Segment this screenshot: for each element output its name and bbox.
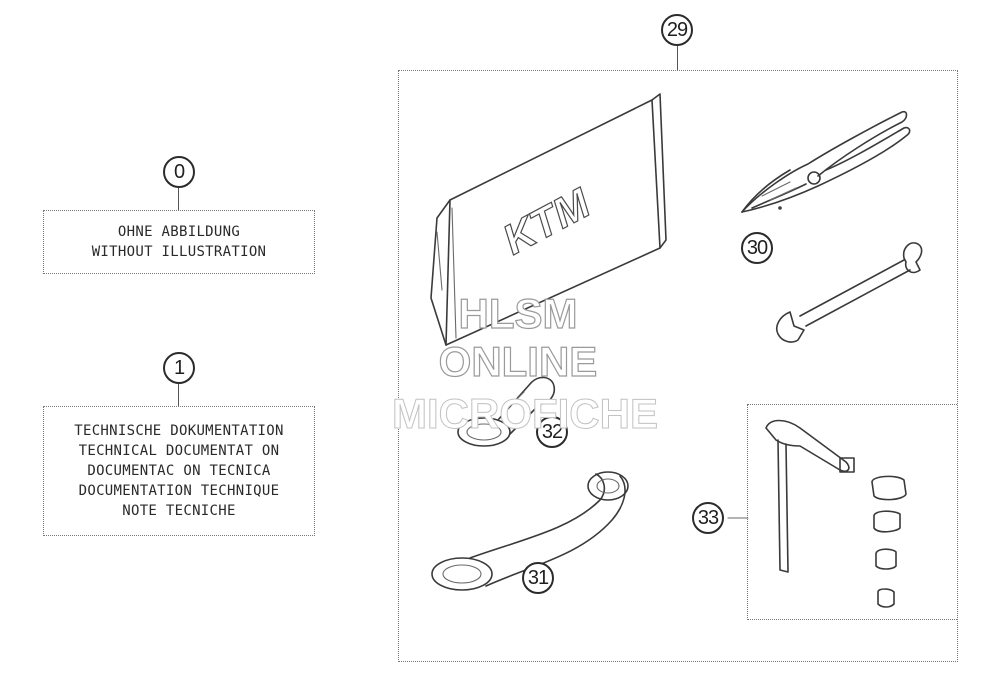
note-line: DOCUMENTAC ON TECNICA — [87, 463, 271, 479]
ring-spanner-32-illustration[interactable] — [457, 376, 556, 447]
note-box-0 — [43, 210, 315, 274]
leader-line-29 — [677, 46, 678, 70]
wrench-illustration[interactable] — [775, 242, 923, 343]
watermark-line-2: ONLINE — [438, 337, 598, 385]
callout-30[interactable]: 30 — [741, 232, 773, 264]
note-line: DOCUMENTATION TECHNIQUE — [78, 483, 280, 499]
callout-29[interactable]: 29 — [661, 14, 693, 46]
t-handle-wrench-illustration[interactable] — [765, 419, 855, 573]
callout-32[interactable]: 32 — [536, 416, 568, 448]
note-text-1: TECHNISCHE DOKUMENTATION TECHNICAL DOCUM… — [43, 421, 315, 521]
callout-33[interactable]: 33 — [692, 502, 724, 534]
kit-box-29 — [398, 70, 958, 662]
watermark-line-3: MICROFICHE — [392, 390, 659, 438]
note-line: TECHNISCHE DOKUMENTATION — [74, 423, 284, 439]
socket-set-illustration[interactable] — [871, 475, 907, 608]
leader-line-0 — [178, 188, 179, 210]
note-line: WITHOUT ILLUSTRATION — [91, 244, 267, 260]
spanner-31-illustration[interactable] — [431, 471, 629, 591]
callout-31[interactable]: 31 — [522, 562, 554, 594]
callout-1[interactable]: 1 — [163, 352, 195, 384]
note-box-1 — [43, 406, 315, 536]
note-text-0: OHNE ABBILDUNG WITHOUT ILLUSTRATION — [43, 222, 315, 262]
leader-line-1 — [178, 384, 179, 406]
note-line: TECHNICAL DOCUMENTAT ON — [78, 443, 280, 459]
pliers-illustration[interactable] — [741, 110, 911, 213]
watermark-line-1: HLSM — [458, 289, 578, 337]
callout-0[interactable]: 0 — [163, 156, 195, 188]
sub-box-33 — [747, 404, 957, 620]
note-line: NOTE TECNICHE — [122, 503, 236, 519]
manual-logo: KTM — [495, 179, 598, 264]
note-line: OHNE ABBILDUNG — [117, 224, 241, 240]
